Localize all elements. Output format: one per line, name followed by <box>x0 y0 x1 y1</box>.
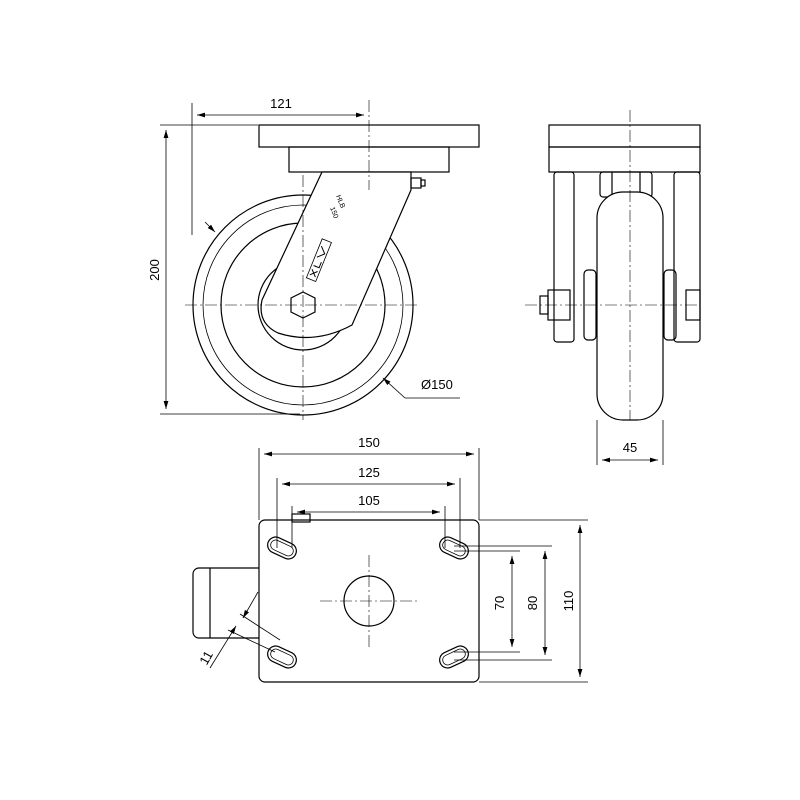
slot-hole-bottom-left <box>267 645 297 669</box>
side-view <box>192 124 480 416</box>
dim-plate-width <box>479 519 588 683</box>
dim-hole-80 <box>454 545 552 661</box>
front-centerlines <box>525 110 700 420</box>
dim-diameter-label: Ø150 <box>421 377 453 392</box>
dim-wheel-width <box>596 420 664 465</box>
dim-plate-length <box>258 448 480 520</box>
plate-centerlines <box>320 555 420 648</box>
plate-protrusion <box>192 567 266 639</box>
slot-hole-top-left <box>267 536 297 560</box>
side-centerlines <box>185 100 420 420</box>
front-swivel-head <box>548 146 701 173</box>
dim-wheel-width-label: 45 <box>623 440 637 455</box>
dim-hole-70 <box>454 550 520 653</box>
dim-plate-length-label: 150 <box>358 435 380 450</box>
grease-nipple <box>410 177 422 189</box>
front-view <box>539 124 701 421</box>
dim-slot-width <box>209 591 281 669</box>
dim-offset-label: 121 <box>270 96 292 111</box>
plate-view <box>192 513 480 683</box>
dim-plate-width-label: 110 <box>561 591 576 612</box>
dim-hole-inner <box>291 506 446 548</box>
front-fork-right <box>673 171 701 343</box>
dim-hole-outer-label: 125 <box>358 465 380 480</box>
fork-logo <box>305 238 332 283</box>
fork-brand-label: HLB <box>334 194 346 210</box>
front-top-plate <box>548 124 701 148</box>
dim-hole-80-label: 80 <box>525 596 540 610</box>
dim-hole-outer <box>276 478 461 548</box>
front-fork-left <box>553 171 575 343</box>
dim-hole-inner-label: 105 <box>358 493 380 508</box>
dim-hole-70-label: 70 <box>492 596 507 610</box>
dim-slot-width-label: 11 <box>196 648 216 667</box>
dim-height-label: 200 <box>147 259 162 281</box>
dim-height <box>160 124 300 415</box>
fork-size-label: 150 <box>328 206 339 220</box>
slot-hole-top-right <box>439 536 469 560</box>
